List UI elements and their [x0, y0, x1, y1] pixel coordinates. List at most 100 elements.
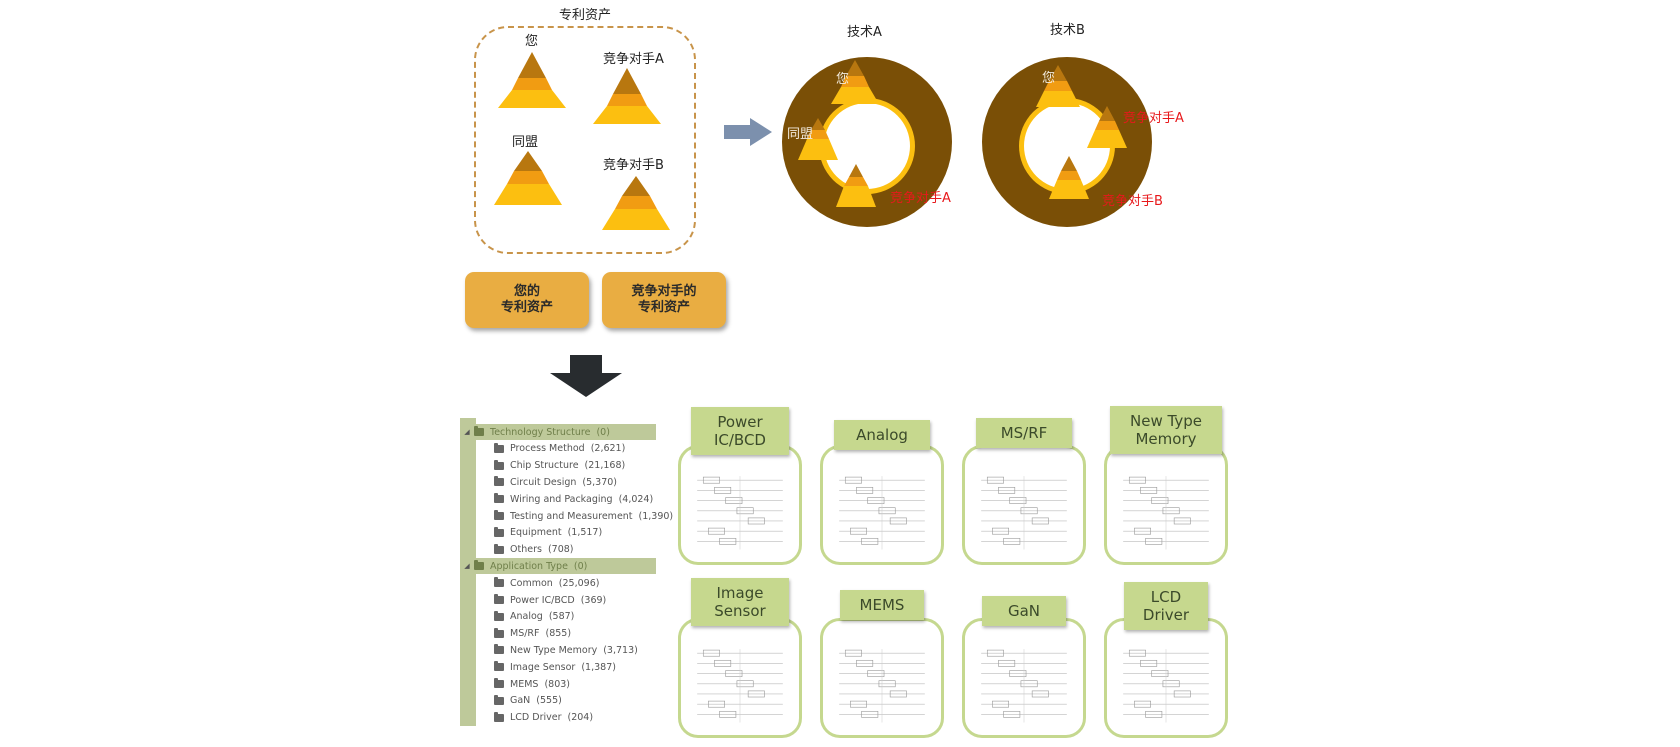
card-tag-line1: Analog: [856, 426, 908, 444]
tree-item-label: Others: [510, 544, 542, 556]
tree-item[interactable]: MEMS(803): [494, 676, 570, 692]
application-card-tag: Analog: [834, 420, 930, 450]
expand-triangle-icon[interactable]: ◢: [464, 428, 470, 436]
tech-a-pyramid-competitor-icon: [836, 164, 876, 207]
application-card[interactable]: [678, 445, 802, 565]
tech-a-label-competitor: 竞争对手A: [890, 191, 951, 206]
tree-item[interactable]: MS/RF (855): [494, 626, 571, 642]
tree-item-count: (1,390): [638, 510, 674, 522]
category-tree: ◢Technology Structure(0) Process Method (2…: [460, 418, 673, 728]
folder-icon: [494, 644, 504, 655]
folder-icon: [494, 711, 504, 722]
tech-a-pyramid-you-icon: [831, 60, 879, 104]
tree-group[interactable]: ◢ Application Type (0): [460, 558, 656, 575]
tree-item-label: Image Sensor: [510, 661, 576, 673]
tech-b-label-competitor-b: 竞争对手B: [1102, 194, 1163, 209]
tree-item[interactable]: New Type Memory(3,713): [494, 642, 638, 658]
tree-item[interactable]: Circuit Design(5,370): [494, 474, 617, 490]
pyramid-competitor-b-icon: [602, 176, 670, 230]
tree-item-count: (2,621): [590, 443, 626, 455]
competitor-patent-assets-button[interactable]: 竞争对手的 专利资产: [602, 272, 726, 328]
tree-item-label: Circuit Design: [510, 476, 577, 488]
application-card[interactable]: [678, 618, 802, 738]
tree-item[interactable]: GaN(555): [494, 693, 562, 709]
folder-icon: [494, 543, 504, 554]
tree-item[interactable]: Process Method (2,621): [494, 441, 625, 457]
tree-item-count: (25,096): [558, 577, 600, 589]
patent-drawing-icon: [1123, 649, 1209, 723]
tree-item-label: Testing and Measurement: [510, 510, 633, 522]
card-tag-line1: GaN: [1007, 602, 1041, 620]
tree-group-label: Application Type: [490, 560, 568, 572]
tree-item-label: New Type Memory: [510, 644, 598, 656]
tree-item[interactable]: Common (25,096): [494, 575, 599, 591]
pyramid-label-competitor-a: 竞争对手A: [603, 52, 664, 67]
pyramid-you-icon: [498, 52, 566, 108]
tree-item-count: (204): [567, 712, 594, 724]
card-tag-line1: New Type: [1130, 412, 1202, 430]
card-tag-line1: Image: [716, 584, 764, 602]
application-card[interactable]: [1104, 445, 1228, 565]
application-card[interactable]: [820, 618, 944, 738]
tree-item-label: Process Method: [510, 443, 585, 455]
folder-icon: [494, 694, 504, 705]
your-assets-line2: 专利资产: [500, 300, 553, 315]
tree-group-count: (0): [573, 560, 588, 572]
tech-b-pyramid-competitor-a-icon: [1087, 106, 1127, 148]
patent-drawing-icon: [697, 476, 783, 550]
card-tag-line1: MS/RF: [1000, 424, 1048, 442]
tree-item[interactable]: Others (708): [494, 542, 573, 558]
tech-b-title: 技术B: [1050, 23, 1085, 38]
card-tag-line2: Driver: [1142, 606, 1190, 624]
folder-icon: [494, 678, 504, 688]
patent-assets-title: 专利资产: [559, 8, 612, 23]
pyramid-label-competitor-b: 竞争对手B: [603, 158, 664, 173]
tree-group[interactable]: ◢Technology Structure(0): [460, 424, 656, 440]
tree-item-label: Analog: [510, 611, 543, 623]
tree-item-label: MS/RF: [510, 628, 540, 640]
tree-item-label: LCD Driver: [510, 712, 562, 724]
tree-item-count: (803): [544, 678, 570, 690]
application-card[interactable]: [1104, 618, 1228, 738]
tree-item[interactable]: Wiring and Packaging(4,024): [494, 491, 653, 507]
tree-item[interactable]: Power IC/BCD(369): [494, 592, 606, 608]
tree-item[interactable]: Chip Structure(21,168): [494, 458, 625, 474]
tree-item-count: (708): [547, 544, 574, 556]
folder-icon: [474, 560, 484, 571]
tree-group-count: (0): [596, 426, 610, 438]
tree-item[interactable]: Image Sensor (1,387): [494, 659, 616, 675]
card-tag-line2: IC/BCD: [713, 431, 766, 449]
tree-item-label: Wiring and Packaging: [510, 493, 613, 505]
application-card-tag: MEMS: [840, 590, 924, 620]
patent-drawing-icon: [697, 649, 783, 723]
folder-icon: [494, 577, 504, 588]
pyramid-label-ally: 同盟: [512, 135, 539, 150]
tree-item[interactable]: Testing and Measurement (1,390): [494, 508, 673, 524]
patent-assets-box: [474, 26, 696, 254]
tech-b-label-you: 您: [1042, 71, 1056, 86]
patent-drawing-icon: [839, 649, 925, 723]
application-card[interactable]: [820, 445, 944, 565]
tree-item[interactable]: Analog(587): [494, 609, 574, 625]
folder-icon: [494, 526, 504, 537]
patent-drawing-icon: [1123, 476, 1209, 550]
folder-icon: [494, 610, 504, 621]
tree-item-count: (1,387): [581, 661, 616, 673]
card-tag-line1: MEMS: [859, 596, 905, 614]
tree-item[interactable]: Equipment(1,517): [494, 525, 602, 541]
tech-a-label-you: 您: [836, 72, 850, 87]
folder-icon: [494, 459, 504, 470]
tree-item-label: Power IC/BCD: [510, 594, 575, 606]
tree-item[interactable]: LCD Driver (204): [494, 710, 593, 726]
application-card[interactable]: [962, 445, 1086, 565]
tree-item-label: Equipment: [510, 527, 562, 539]
application-card[interactable]: [962, 618, 1086, 738]
tree-item-count: (855): [545, 628, 572, 640]
expand-triangle-icon[interactable]: ◢: [464, 562, 470, 571]
tech-a-label-ally: 同盟: [787, 127, 814, 142]
tree-item-label: Common: [510, 577, 553, 589]
your-patent-assets-button[interactable]: 您的 专利资产: [465, 272, 589, 328]
